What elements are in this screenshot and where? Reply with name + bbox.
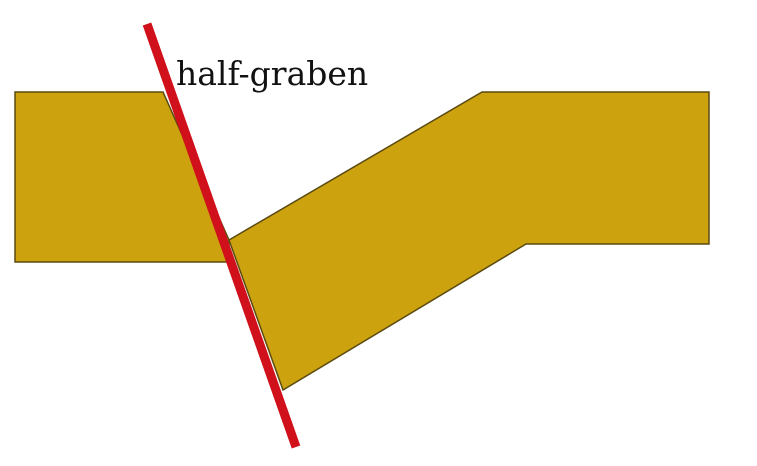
fault-line <box>142 22 301 449</box>
hanging-wall-layer <box>228 91 710 392</box>
half-graben-label: half-graben <box>176 54 369 93</box>
